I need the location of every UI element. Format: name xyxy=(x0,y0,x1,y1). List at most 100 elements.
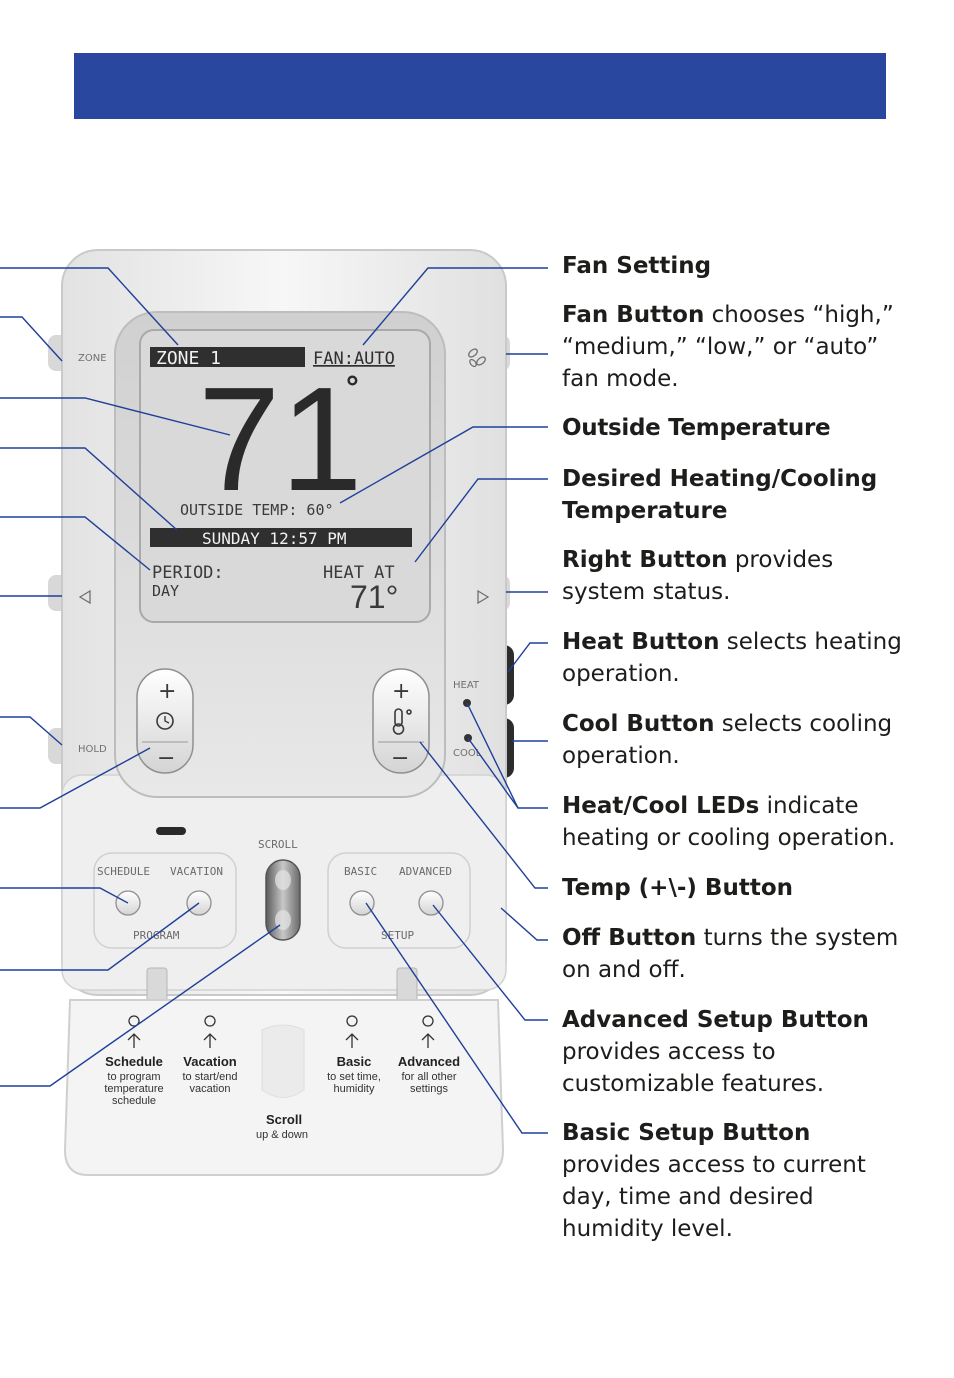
leader-leds-b xyxy=(467,737,519,809)
leader-temp-button xyxy=(419,741,548,889)
callout-cool-button: Cool Button selects cooling operation. xyxy=(562,708,912,772)
zone-label: ZONE xyxy=(78,353,107,364)
lcd-fan-setting: FAN:AUTO xyxy=(313,349,395,369)
clock-icon xyxy=(156,712,174,730)
door-advanced-desc-1: for all other xyxy=(401,1071,456,1083)
zone-highlight xyxy=(150,347,305,367)
right-arrow-icon[interactable] xyxy=(477,589,490,605)
leader-heat-button xyxy=(507,642,548,673)
vacation-label: VACATION xyxy=(170,865,223,878)
lcd-period-label: PERIOD: xyxy=(152,563,224,583)
leader-advanced-setup xyxy=(432,904,548,1021)
callout-text: turns the system on and off. xyxy=(562,925,899,983)
callout-text: selects heating operation. xyxy=(562,629,902,687)
door-advanced-desc-2: settings xyxy=(410,1083,448,1095)
basic-setup-button[interactable] xyxy=(349,890,375,916)
svg-text:−: − xyxy=(157,746,175,771)
lcd-period-value: DAY xyxy=(152,582,179,600)
door-basic-title: Basic xyxy=(337,1054,372,1069)
door-advanced-title: Advanced xyxy=(398,1054,460,1069)
leader-period xyxy=(0,516,151,571)
door-scroll-desc: up & down xyxy=(256,1129,308,1141)
door-schedule-title: Schedule xyxy=(105,1054,163,1069)
lcd-outside-temp: OUTSIDE TEMP: 60° xyxy=(180,501,334,519)
callout-advanced-setup: Advanced Setup Button provides access to… xyxy=(562,1004,912,1100)
day-time-highlight xyxy=(150,528,412,547)
callout-title: Cool Button xyxy=(562,711,715,737)
program-group xyxy=(93,852,237,949)
door-schedule-desc-1: to program xyxy=(107,1071,160,1083)
callout-text: indicate heating or cooling operation. xyxy=(562,793,896,851)
door-icons xyxy=(127,1015,435,1048)
basic-label: BASIC xyxy=(344,865,377,878)
leader-schedule xyxy=(0,887,129,904)
callout-title: Temp (+\-) Button xyxy=(562,875,793,901)
callout-temp-button: Temp (+\-) Button xyxy=(562,872,912,904)
door-vacation-desc-2: vacation xyxy=(190,1083,231,1095)
lcd-day-time: SUNDAY 12:57 PM xyxy=(202,529,347,548)
callout-fan-button: Fan Button chooses “high,” “medium,” “lo… xyxy=(562,299,912,395)
callout-title: Advanced Setup Button xyxy=(562,1007,869,1033)
callout-text: chooses “high,” “medium,” “low,” or “aut… xyxy=(562,302,894,392)
leader-outside-temp xyxy=(339,426,548,504)
door-schedule-desc-2: temperature xyxy=(104,1083,163,1095)
svg-text:+: + xyxy=(158,679,176,704)
callout-title: Right Button xyxy=(562,547,728,573)
callout-title: Off Button xyxy=(562,925,697,951)
temp-plus-minus-button[interactable]: + − xyxy=(372,668,430,774)
thermometer-icon xyxy=(392,708,412,735)
cool-label: COOL xyxy=(453,748,482,759)
left-arrow-icon[interactable] xyxy=(78,589,91,605)
leader-desired-temp xyxy=(414,478,548,563)
callout-title: Fan Setting xyxy=(562,253,712,279)
hold-label: HOLD xyxy=(78,744,107,755)
setup-group xyxy=(327,852,471,949)
callout-outside-temperature: Outside Temperature xyxy=(562,412,912,444)
scroll-label: SCROLL xyxy=(258,838,298,851)
callout-text: selects cooling operation. xyxy=(562,711,893,769)
lcd-heat-at-label: HEAT AT xyxy=(323,563,395,583)
callout-heat-cool-leds: Heat/Cool LEDs indicate heating or cooli… xyxy=(562,790,922,854)
program-label: PROGRAM xyxy=(133,929,180,942)
callout-heat-button: Heat Button selects heating operation. xyxy=(562,626,912,690)
leader-current-temp xyxy=(0,397,231,436)
left-hinge xyxy=(146,967,168,1005)
callout-text: provides system status. xyxy=(562,547,834,605)
hold-plus-minus-button[interactable]: + − xyxy=(136,668,194,774)
leader-basic-setup xyxy=(365,902,548,1134)
callout-text: provides access to current day, time and… xyxy=(562,1152,866,1242)
sensor-slot xyxy=(156,827,186,835)
lcd-degree-symbol: ° xyxy=(346,369,359,405)
header-banner xyxy=(74,53,886,119)
callout-title: Heat Button xyxy=(562,629,720,655)
callout-title: Outside Temperature xyxy=(562,415,831,441)
door-basic-desc-1: to set time, xyxy=(327,1071,381,1083)
leader-day-time xyxy=(0,447,178,531)
advanced-setup-button[interactable] xyxy=(418,890,444,916)
door-vacation-desc-1: to start/end xyxy=(182,1071,237,1083)
schedule-button[interactable] xyxy=(115,890,141,916)
callout-desired-temperature: Desired Heating/Cooling Temperature xyxy=(562,463,912,527)
advanced-label: ADVANCED xyxy=(399,865,452,878)
leader-off-button xyxy=(500,907,548,941)
callout-text: provides access to customizable features… xyxy=(562,1039,825,1097)
leader-scroll xyxy=(0,924,281,1087)
door-basic-desc-2: humidity xyxy=(334,1083,375,1095)
setup-label: SETUP xyxy=(381,929,414,942)
lcd-heat-at-value: 71° xyxy=(350,579,398,615)
fan-icon[interactable] xyxy=(467,347,487,368)
leader-hold-plus-minus xyxy=(0,747,151,809)
callout-off-button: Off Button turns the system on and off. xyxy=(562,922,912,986)
callout-title: Fan Button xyxy=(562,302,705,328)
door-vacation-title: Vacation xyxy=(183,1054,237,1069)
leader-vacation xyxy=(0,902,200,971)
scroll-rocker[interactable] xyxy=(265,859,301,941)
lcd-screen xyxy=(139,329,431,623)
callout-title: Desired Heating/Cooling Temperature xyxy=(562,466,878,524)
leader-lines xyxy=(0,267,548,1134)
leader-zone-button xyxy=(0,316,63,362)
callout-title: Heat/Cool LEDs xyxy=(562,793,760,819)
door-schedule-desc-3: schedule xyxy=(112,1095,156,1107)
svg-text:−: − xyxy=(391,746,409,771)
